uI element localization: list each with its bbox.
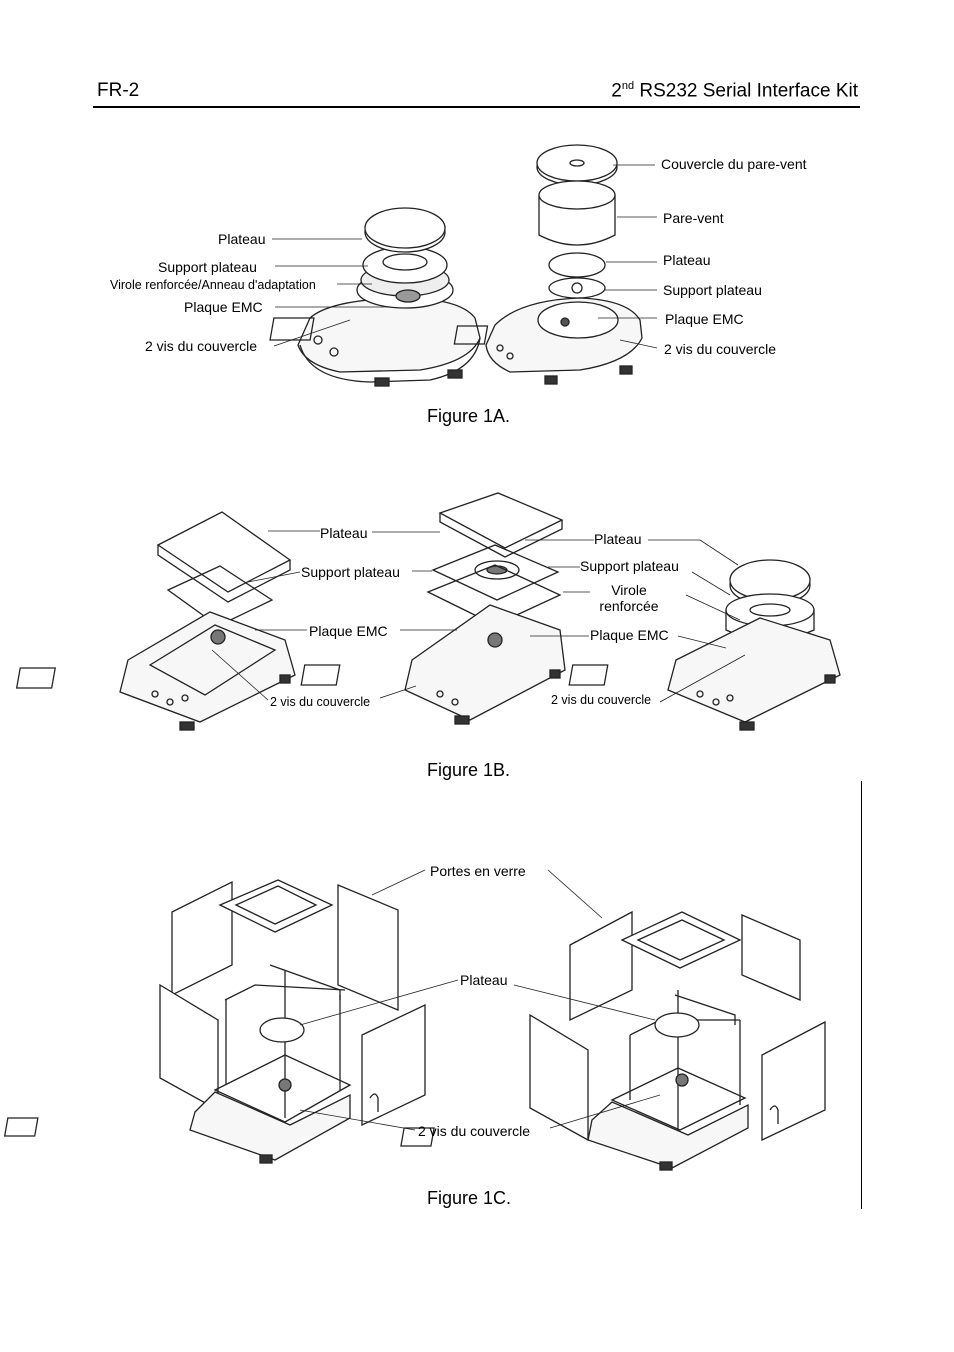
figure-1a-caption: Figure 1A. [427,406,511,426]
margin-rule [861,781,862,1209]
page-number: FR-2 [97,80,140,101]
fig1b-left-plateau-label: Plateau [320,525,368,541]
fig1b-right-support-label: Support plateau [580,558,679,574]
fig1a-right-plateau-label: Plateau [663,252,711,268]
fig1a-right-leaders [598,164,658,349]
figure-1c-caption: Figure 1C. [427,1188,512,1208]
fig1b-left-vis-label: 2 vis du couvercle [270,695,371,709]
fig1c-left-balance [3,879,426,1164]
fig1a-left-balance [269,207,481,387]
fig1a-left-vis-label: 2 vis du couvercle [145,338,258,354]
fig1a-left-plateau-label: Plateau [218,231,266,247]
fig1a-left-leaders [272,238,390,347]
figure-1b-caption: Figure 1B. [427,760,511,780]
fig1c-plateau-label: Plateau [460,972,508,988]
fig1b-right-virole-line1: Virole [611,582,647,598]
fig1b-left-balance [15,511,296,731]
fig1a-right-plaque-label: Plaque EMC [665,311,744,327]
title-superscript: nd [621,80,635,92]
fig1a-left-support-label: Support plateau [158,259,257,275]
fig1a-right-vis-label: 2 vis du couvercle [664,341,777,357]
fig1b-left-support-label: Support plateau [301,564,400,580]
fig1c-portes-label: Portes en verre [430,863,526,879]
fig1b-right-plaque-label: Plaque EMC [590,627,669,643]
fig1a-left-plaque-label: Plaque EMC [184,299,263,315]
document-title: 2nd RS232 Serial Interface Kit [611,80,858,102]
fig1b-right-plateau-label: Plateau [594,531,642,547]
fig1b-right-vis-label: 2 vis du couvercle [551,693,652,707]
header-rule [93,106,860,108]
fig1b-right-leaders [648,539,746,703]
fig1a-right-parevent-label: Pare-vent [663,210,724,226]
title-text: RS232 Serial Interface Kit [634,80,858,102]
fig1a-right-support-label: Support plateau [663,282,762,298]
fig1b-left-leaders [211,530,320,701]
fig1b-left-plaque-label: Plaque EMC [309,623,388,639]
fig1c-right-leaders [513,869,661,1129]
fig1c-right-balance [400,910,826,1171]
fig1a-right-couvercle-label: Couvercle du pare-vent [661,156,807,172]
title-ordinal: 2 [611,80,622,102]
fig1b-center-leaders [372,531,594,699]
fig1c-left-leaders [299,869,459,1131]
fig1a-left-virole-label: Virole renforcée/Anneau d'adaptation [110,278,316,292]
fig1b-right-virole-line2: renforcée [599,598,659,614]
fig1a-right-balance [453,144,643,385]
fig1b-right-virole-label: Virole renforcée [590,582,668,614]
fig1c-vis-label: 2 vis du couvercle [418,1123,531,1139]
